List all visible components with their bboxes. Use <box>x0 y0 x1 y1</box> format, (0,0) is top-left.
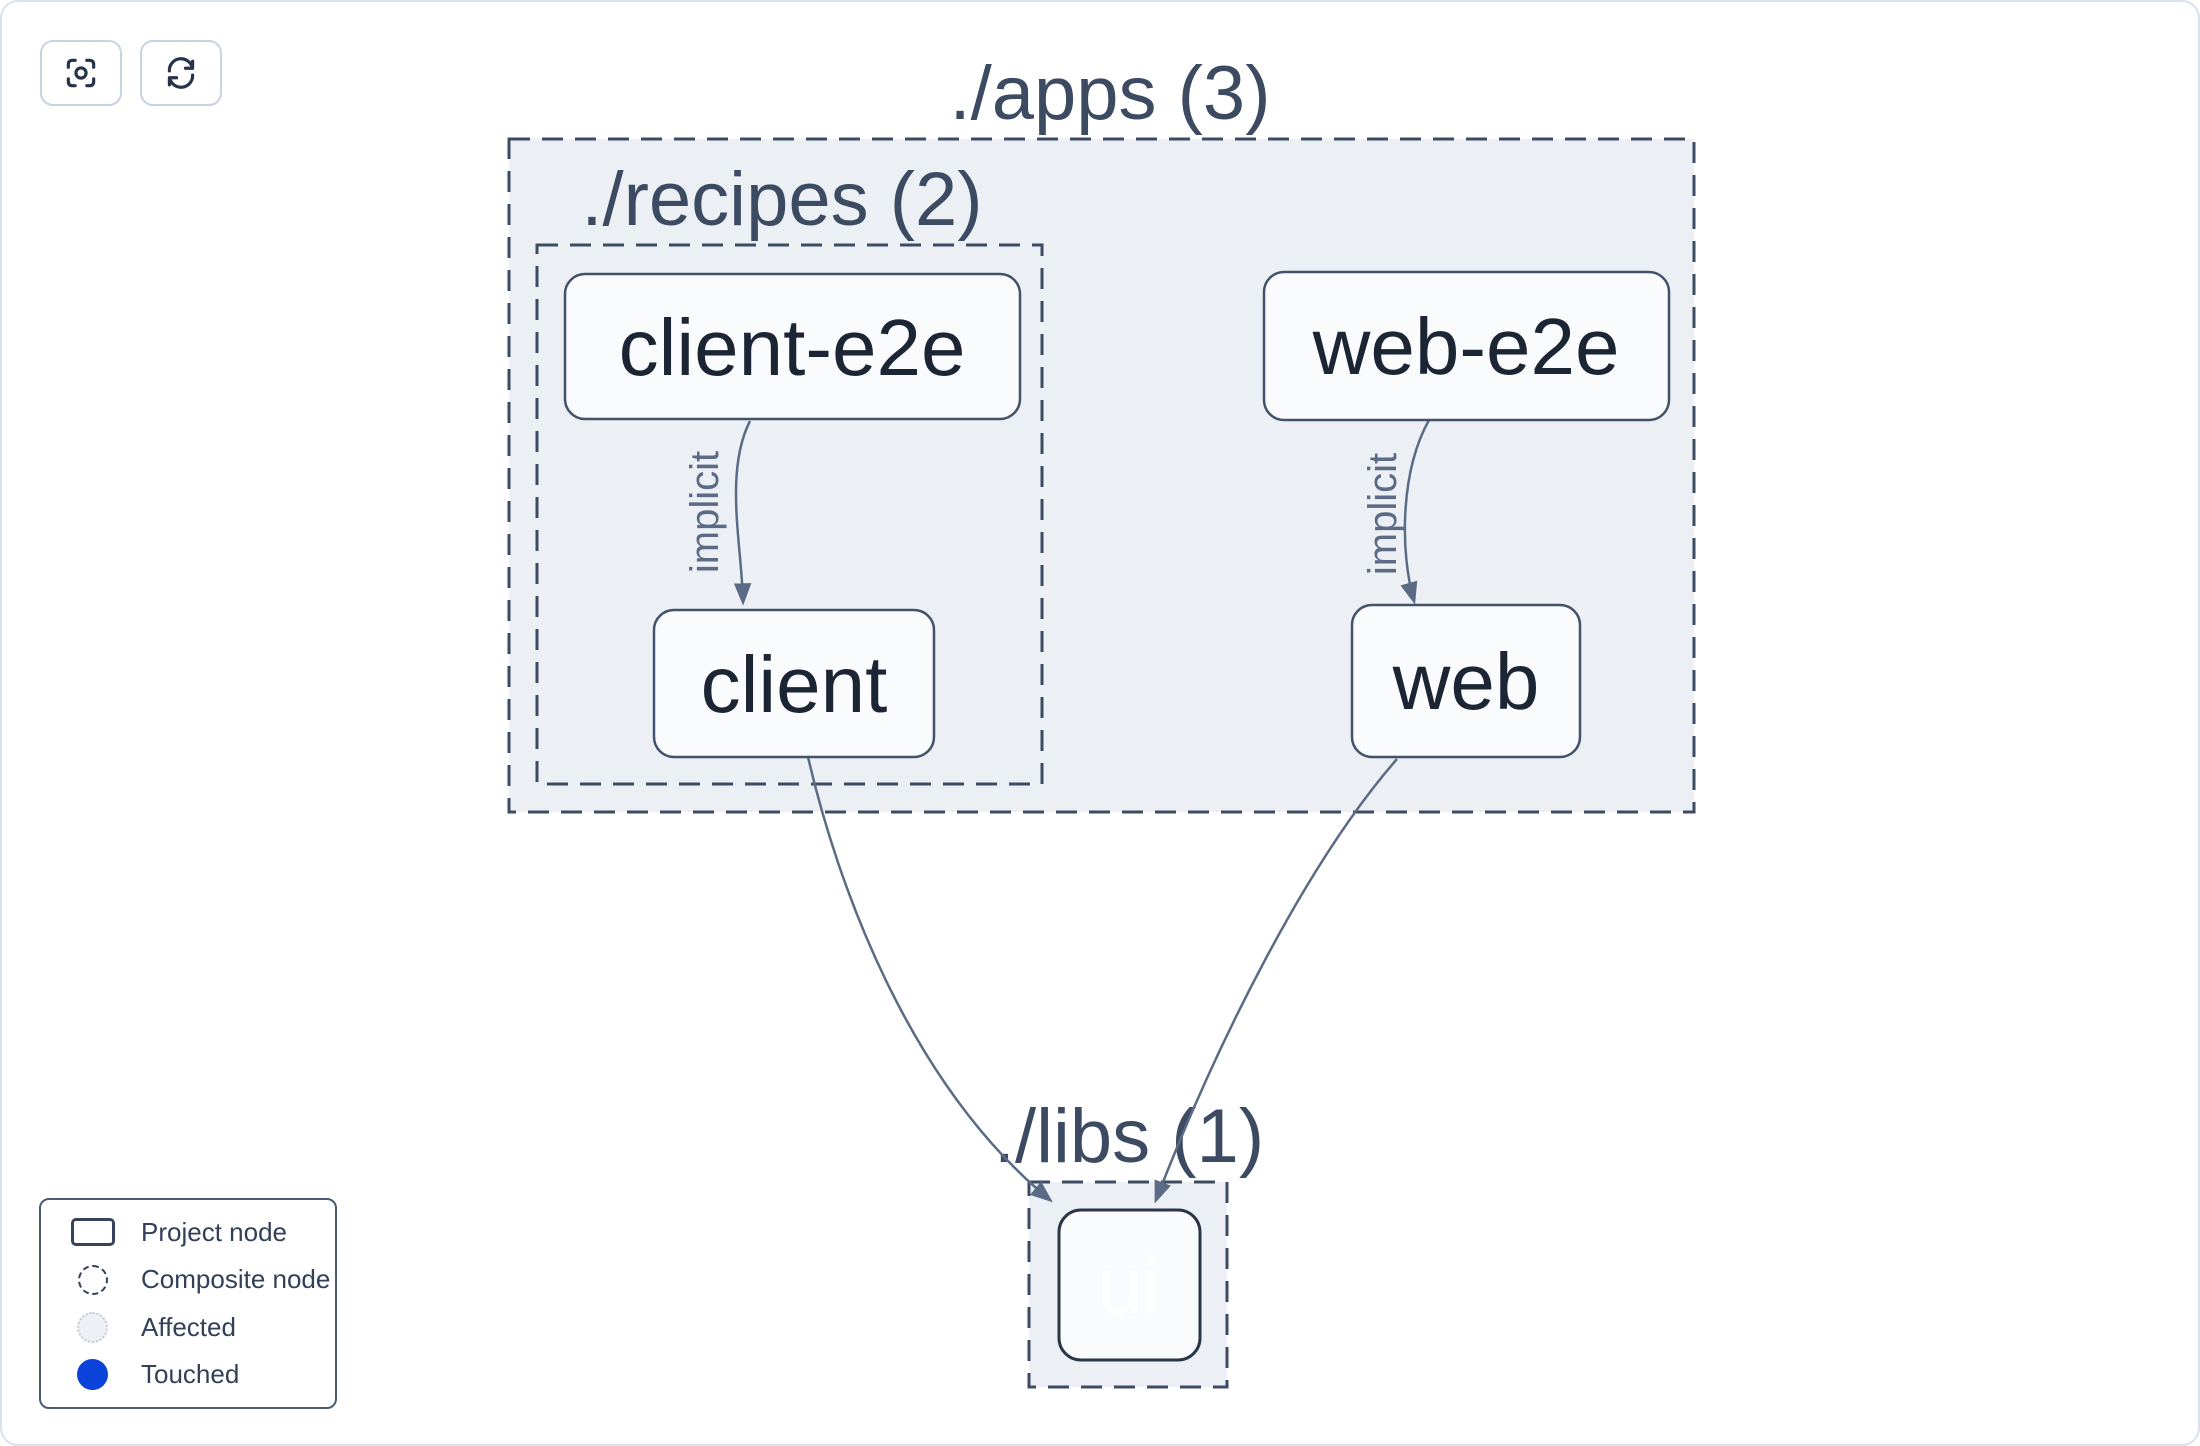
ui-node-label: ui <box>1098 1241 1160 1330</box>
web-e2e-node-box[interactable] <box>1262 270 1671 422</box>
refresh-icon-button[interactable] <box>140 40 222 106</box>
touched-swatch-wrap <box>68 1359 117 1391</box>
legend-item-composite-node: Composite node <box>68 1264 335 1295</box>
client-e2e-node-box[interactable] <box>563 272 1022 421</box>
project-node-client[interactable]: client <box>652 608 936 759</box>
client-e2e-node-label: client-e2e <box>619 303 966 392</box>
web-node-box[interactable] <box>1350 603 1582 759</box>
affected-icon <box>77 1311 108 1343</box>
ui-node-box[interactable] <box>1057 1208 1202 1362</box>
project-node-client-e2e[interactable]: client-e2e <box>563 272 1022 421</box>
client-node-box[interactable] <box>652 608 936 759</box>
project-node-web-e2e[interactable]: web-e2e <box>1262 270 1671 422</box>
refresh-icon <box>167 57 195 89</box>
edge-client-e2e-to-client[interactable] <box>733 420 752 606</box>
touched-icon <box>77 1359 108 1391</box>
legend: Project node Composite node Affected Tou… <box>39 1198 337 1409</box>
edge-client-to-ui[interactable] <box>806 756 1053 1203</box>
web-e2e-node-label: web-e2e <box>1312 302 1620 391</box>
affected-swatch-wrap <box>68 1311 117 1343</box>
project-node-swatch-wrap <box>68 1218 117 1247</box>
composite-libs-title: ./libs (1) <box>994 1094 1264 1179</box>
edge-label-implicit-right: implicit <box>1361 453 1405 575</box>
web-node-label: web <box>1392 637 1540 726</box>
legend-label-project-node: Project node <box>141 1216 287 1247</box>
edge-web-to-ui[interactable] <box>1154 758 1398 1204</box>
edge-web-e2e-to-web[interactable] <box>1400 419 1431 605</box>
center-graph-button[interactable] <box>40 40 122 106</box>
legend-item-touched: Touched <box>68 1359 335 1391</box>
legend-label-touched: Touched <box>141 1359 240 1390</box>
composite-node-swatch-wrap <box>68 1264 117 1295</box>
legend-label-affected: Affected <box>141 1311 236 1342</box>
project-node-web[interactable]: web <box>1350 603 1582 759</box>
project-node-ui-touched[interactable]: ui <box>1057 1208 1202 1362</box>
edge-label-implicit-left: implicit <box>683 451 727 573</box>
legend-item-affected: Affected <box>68 1311 335 1343</box>
legend-label-composite-node: Composite node <box>141 1264 331 1295</box>
legend-item-project-node: Project node <box>68 1217 335 1248</box>
composite-recipes-title: ./recipes (2) <box>581 157 982 242</box>
composite-node-icon <box>77 1264 108 1295</box>
client-node-label: client <box>701 640 888 729</box>
crosshair-icon <box>66 58 96 88</box>
composite-apps-title: ./apps (3) <box>949 51 1270 136</box>
project-node-icon <box>70 1218 115 1247</box>
